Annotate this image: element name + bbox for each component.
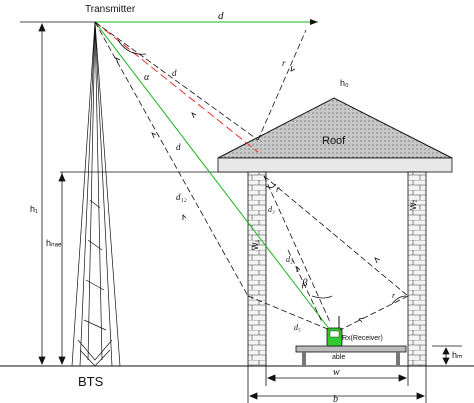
ray-right-wall-reflect bbox=[339, 295, 409, 331]
label-r-small: r bbox=[392, 291, 396, 300]
label-hm: hₘ bbox=[452, 350, 463, 360]
width-dimensions bbox=[247, 345, 462, 403]
label-d-reflected: d₂ bbox=[286, 255, 293, 264]
label-alpha: α bbox=[144, 72, 150, 83]
ray-to-roof bbox=[94, 21, 259, 141]
label-bts: BTS bbox=[78, 374, 104, 389]
ray-reflected-up bbox=[257, 29, 307, 141]
label-d-horizontal: d bbox=[218, 10, 224, 22]
label-h0: h₀ bbox=[340, 78, 349, 88]
label-r-top: r bbox=[282, 58, 286, 68]
receiver-phone bbox=[326, 316, 343, 347]
roof bbox=[217, 97, 453, 173]
ray-left-wall-reflect bbox=[247, 295, 331, 331]
left-wall bbox=[247, 171, 267, 367]
red-ray bbox=[94, 21, 259, 153]
label-table: able bbox=[332, 354, 345, 361]
label-roof: Roof bbox=[322, 135, 346, 147]
ray-d12 bbox=[94, 21, 249, 297]
green-ray bbox=[94, 21, 331, 331]
label-dr-bottom: d₅ bbox=[294, 323, 301, 332]
label-transmitter: Transmitter bbox=[85, 4, 136, 15]
label-h-building: hₙₐₑ bbox=[46, 238, 62, 248]
label-beta: β bbox=[301, 277, 308, 289]
label-d-direct: d bbox=[176, 142, 181, 152]
label-d12: d₁₂ bbox=[176, 192, 187, 202]
ray-inner-diffract bbox=[263, 175, 331, 323]
label-right-wall: W₂ bbox=[409, 199, 418, 210]
ray-to-right-wall bbox=[263, 175, 409, 297]
label-r-angle: r bbox=[276, 184, 280, 194]
label-d-inner: d₃ bbox=[268, 205, 275, 214]
bts-tower bbox=[71, 21, 121, 367]
table bbox=[295, 345, 407, 366]
rays bbox=[94, 21, 409, 331]
right-wall bbox=[407, 171, 427, 367]
label-d-top: d bbox=[172, 68, 177, 78]
label-w: w bbox=[333, 367, 340, 378]
ray-dr-short bbox=[287, 249, 323, 323]
height-dimensions bbox=[20, 21, 95, 366]
label-left-wall: W₁ bbox=[251, 239, 260, 250]
label-h-left: h₁ bbox=[30, 204, 38, 214]
horizontal-distance-d bbox=[95, 19, 318, 25]
label-receiver: Rx(Receiver) bbox=[342, 335, 383, 342]
label-b: b bbox=[333, 394, 338, 403]
